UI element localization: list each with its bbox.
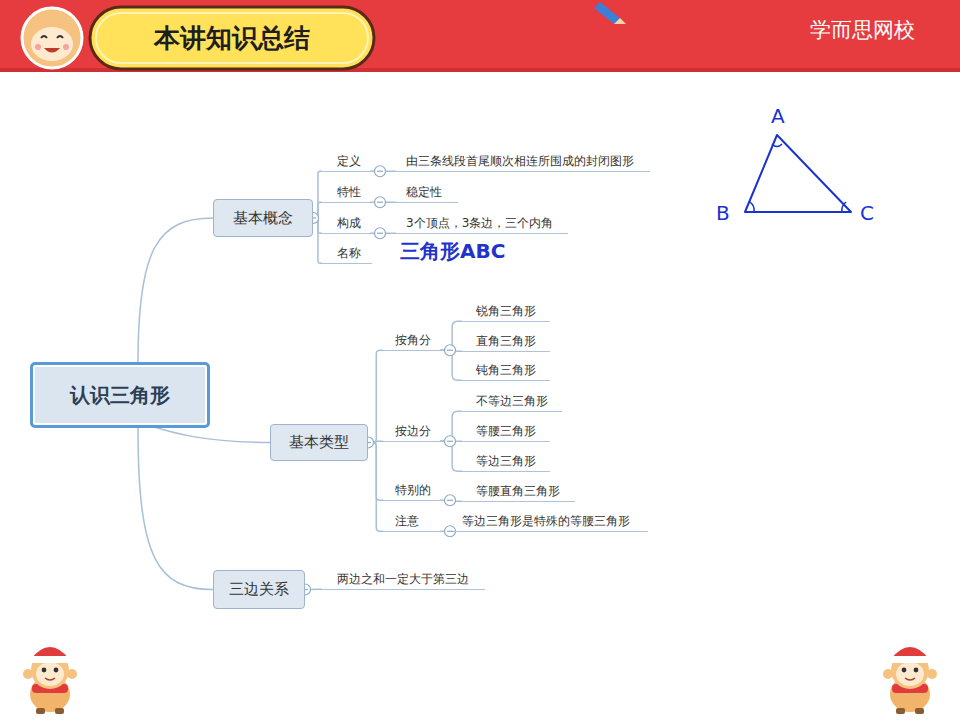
topic-text: 构成: [337, 216, 361, 230]
sub-topic: 3个顶点，3条边，三个内角: [396, 215, 568, 234]
collapse-marker: [375, 197, 386, 208]
topic-text: 认识三角形: [70, 382, 170, 409]
sub-topic: 等腰直角三角形: [462, 483, 575, 502]
topic-text: 稳定性: [406, 185, 442, 199]
pencil-tip: [614, 18, 626, 24]
main-topic: 三边关系: [213, 570, 305, 609]
header-bar: [0, 0, 960, 72]
sub-topic: 等边三角形是特殊的等腰三角形: [453, 513, 648, 532]
triangle-figure: [745, 135, 851, 212]
collapse-minus: [447, 350, 453, 351]
topic-text: 等边三角形: [476, 454, 536, 468]
topic-text: 不等边三角形: [476, 394, 548, 408]
topic-text: 钝角三角形: [476, 363, 536, 377]
topic-text: 定义: [337, 154, 361, 168]
collapse-minus: [377, 233, 383, 234]
topic-text: 等边三角形是特殊的等腰三角形: [462, 514, 630, 528]
main-topic: 基本类型: [270, 424, 368, 461]
sub-topic: 特别的: [383, 482, 440, 501]
handwritten-note: 三角形ABC: [400, 238, 505, 265]
sub-topic: 按边分: [383, 423, 440, 442]
sub-topic: 特性: [322, 184, 370, 203]
collapse-minus: [377, 171, 383, 172]
topic-text: 等腰直角三角形: [476, 484, 560, 498]
topic-text: 注意: [395, 514, 419, 528]
vertex-label: B: [716, 201, 730, 225]
topic-text: 3个顶点，3条边，三个内角: [406, 216, 553, 230]
title-pill: [90, 7, 374, 69]
collapse-marker: [445, 345, 456, 356]
sub-topic: 名称: [322, 245, 372, 264]
sub-topic: 注意: [383, 513, 440, 532]
branch-line: [313, 218, 322, 263]
sub-topic: 构成: [322, 215, 370, 234]
vertex-label: A: [771, 104, 785, 128]
topic-text: 两边之和一定大于第三边: [337, 572, 469, 586]
topic-text: 按角分: [395, 333, 431, 347]
sub-topic: 直角三角形: [462, 333, 550, 352]
collapse-minus: [447, 441, 453, 442]
branch-line: [370, 171, 396, 173]
branch-line: [313, 171, 322, 218]
collapse-minus: [447, 500, 453, 501]
topic-text: 名称: [337, 246, 361, 260]
collapse-marker: [375, 166, 386, 177]
header-monkey-icon: [22, 8, 82, 68]
sub-topic: 等边三角形: [462, 453, 550, 472]
sub-topic: 按角分: [383, 332, 440, 351]
topic-text: 基本概念: [233, 209, 293, 228]
mascot-left: [23, 637, 77, 714]
sub-topic: 两边之和一定大于第三边: [322, 571, 485, 590]
pencil: [594, 2, 620, 24]
branch-line: [368, 443, 383, 532]
topic-text: 按边分: [395, 424, 431, 438]
branch-line: [138, 218, 213, 362]
sub-topic: 不等边三角形: [462, 393, 562, 412]
topic-text: 特性: [337, 185, 361, 199]
topic-text: 等腰三角形: [476, 424, 536, 438]
sub-topic: 等腰三角形: [462, 423, 550, 442]
sub-topic: 由三条线段首尾顺次相连所围成的封闭图形: [396, 153, 650, 172]
topic-text: 由三条线段首尾顺次相连所围成的封闭图形: [406, 154, 634, 168]
branch-line: [370, 202, 396, 204]
topic-text: 锐角三角形: [476, 304, 536, 318]
vertex-label: C: [860, 201, 874, 225]
sub-topic: 稳定性: [396, 184, 458, 203]
collapse-marker: [445, 436, 456, 447]
collapse-marker: [445, 495, 456, 506]
topic-text: 直角三角形: [476, 334, 536, 348]
main-topic: 基本概念: [213, 199, 313, 237]
collapse-marker: [375, 228, 386, 239]
collapse-minus: [377, 202, 383, 203]
branch-line: [138, 428, 213, 590]
sub-topic: 锐角三角形: [462, 303, 550, 322]
watermark: 学而思网校: [810, 16, 915, 44]
topic-text: 基本类型: [289, 433, 349, 452]
branch-line: [368, 350, 383, 442]
topic-text: 三边关系: [229, 580, 289, 599]
topic-text: 特别的: [395, 483, 431, 497]
sub-topic: 钝角三角形: [462, 362, 550, 381]
branch-line: [370, 233, 396, 235]
root-topic: 认识三角形: [30, 362, 210, 428]
title-text: 本讲知识总结: [92, 8, 372, 68]
sub-topic: 定义: [322, 153, 370, 172]
mascot-right: [883, 637, 937, 714]
